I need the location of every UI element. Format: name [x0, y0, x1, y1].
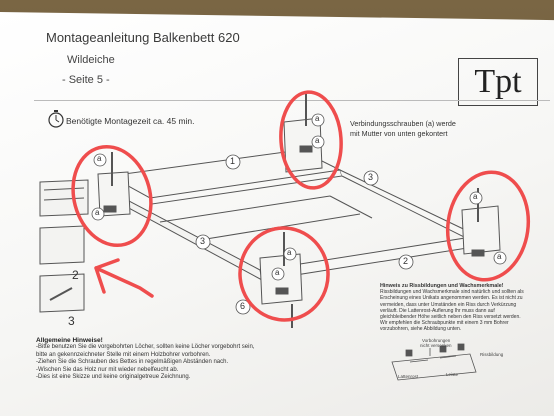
hint-line: -Wischen Sie das Holz nur mit wieder neb… [36, 366, 179, 373]
hint-line: -Ziehen Sie die Schrauben des Bettes in … [36, 359, 229, 366]
part-label-2: 2 [403, 256, 409, 266]
crack-note-line: gleichbleibender Höhe seitlich neben den… [380, 314, 521, 321]
annotation-circle-top [279, 90, 343, 190]
screw-label: a [315, 114, 320, 123]
part-label-3-left: 3 [200, 236, 206, 246]
crack-note-line: Erscheinung eines Unikats angenommen wer… [380, 295, 523, 302]
crack-note-line: vermeiden, dass unter Umständen ein Riss… [380, 301, 517, 308]
crack-note-box: Hinweis zu Rissbildungen und Wachsmerkma… [380, 283, 524, 333]
screw-note: Verbindungsschrauben (a) werde mit Mutte… [350, 119, 456, 139]
document-title: Montageanleitung Balkenbett 620 [46, 30, 240, 45]
page-number: - Seite 5 - [62, 74, 110, 86]
step-number-2: 2 [72, 268, 79, 282]
annotation-circle-left [71, 144, 153, 248]
screw-label: a [95, 208, 100, 217]
screw-label: a [97, 154, 102, 163]
document-subtitle: Wildeiche [67, 54, 115, 66]
detail-label-mid: Leiste [446, 372, 459, 377]
hint-line: -Dies ist eine Skizze und keine original… [36, 374, 191, 381]
part-label-6: 6 [240, 301, 246, 311]
screw-label: a [497, 252, 502, 261]
screw-note-line: mit Mutter von unten gekontert [350, 129, 448, 138]
screw-label: a [275, 268, 280, 277]
annotation-circle-right [445, 170, 531, 282]
detail-label-right: Rissbildung [480, 352, 504, 357]
screw-note-line: Verbindungsschrauben (a) werde [350, 119, 456, 128]
brand-logo: Tpt [458, 58, 538, 106]
detail-label-top: Vorbohrungen [422, 338, 451, 343]
red-annotation-marks [71, 90, 531, 322]
crack-note-line: Wir empfehlen die Schraubpunkte mit eine… [380, 320, 509, 327]
annotation-arrow-icon [94, 258, 154, 298]
general-hints-title: Allgemeine Hinweise! [36, 337, 103, 344]
screw-label: a [473, 192, 478, 201]
crack-note-line: verläuft. Die Lattenrost-Auflerung Ihr m… [380, 307, 495, 314]
montage-time: Benötigte Montagezeit ca. 45 min. [66, 116, 195, 126]
general-hints: -Bitte benutzen Sie die vorgebohrten Löc… [36, 344, 254, 382]
step-number-3: 3 [68, 314, 75, 328]
part-label-3-right: 3 [368, 172, 374, 182]
hint-line: -Bitte benutzen Sie die vorgebohrten Löc… [36, 344, 255, 350]
part-label-1: 1 [230, 156, 236, 166]
crack-note-line: Rissbildungen und Wachsmerkmale sind nat… [380, 289, 524, 296]
detail-label-top2: nicht versenken [420, 343, 452, 348]
annotation-circle-bottom [238, 226, 330, 322]
stopwatch-icon [48, 110, 64, 128]
part-number-markers [91, 113, 507, 315]
screw-label: a [287, 248, 292, 257]
crack-note-title: Hinweis zu Rissbildungen und Wachsmerkma… [380, 283, 504, 289]
detail-inset [391, 343, 477, 381]
detail-label-left: Lattenrost [398, 374, 419, 379]
crack-note-line: vorzubohren, siehe Abbildung unten. [380, 326, 462, 333]
screw-label: a [315, 136, 320, 145]
hint-line: bitte an gekennzeichneter Stelle mit ein… [36, 351, 211, 358]
